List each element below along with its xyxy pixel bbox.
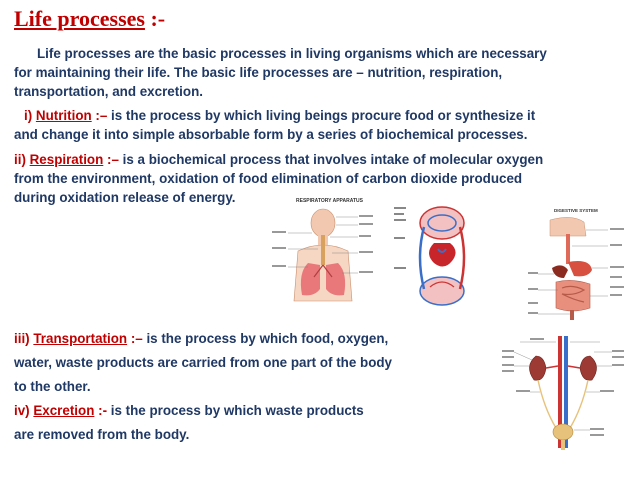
excretory-system-image [500,332,626,458]
title-text: Life processes [14,6,145,31]
excretion-term: Excretion [33,403,95,418]
transportation-text-1: is the process by which food, oxygen, [142,331,389,346]
nutrition-text-1: is the process by which living beings pr… [107,108,536,123]
transportation-line-3: to the other. [14,379,91,394]
respiratory-figure-title: RESPIRATORY APPARATUS [296,198,364,204]
digestive-system-image: DIGESTIVE SYSTEM [528,206,628,330]
excretion-line-2: are removed from the body. [14,427,190,442]
nutrition-term: Nutrition [35,108,92,123]
intro-line-1: Life processes are the basic processes i… [37,46,547,61]
respiration-text-1: is a biochemical process that involves i… [118,152,544,167]
excretion-line-1: iv) Excretion :- is the process by which… [14,401,364,420]
respiration-separator: :– [103,152,119,167]
transportation-separator: :– [127,331,143,346]
circulatory-system-image [394,197,474,309]
digestive-figure-title: DIGESTIVE SYSTEM [554,208,598,213]
nutrition-line-1: i) Nutrition :– is the process by which … [24,106,535,125]
nutrition-line-2: and change it into simple absorbable for… [14,127,528,142]
title-suffix: :- [144,6,166,31]
transportation-line-1: iii) Transportation :– is the process by… [14,329,388,348]
transportation-number: iii) [14,331,34,346]
respiration-line-3: during oxidation release of energy. [14,190,236,205]
excretion-number: iv) [14,403,34,418]
slide-title: Life processes :- [14,6,165,32]
excretion-text-1: is the process by which waste products [107,403,364,418]
intro-line-2: for maintaining their life. The basic li… [14,65,503,80]
nutrition-number: i) [24,108,36,123]
respiration-number: ii) [14,152,30,167]
respiratory-apparatus-image: RESPIRATORY APPARATUS [268,193,378,305]
transportation-line-2: water, waste products are carried from o… [14,355,393,370]
respiration-line-2: from the environment, oxidation of food … [14,171,523,186]
transportation-term: Transportation [33,331,128,346]
nutrition-separator: :– [91,108,108,123]
intro-line-3: transportation, and excretion. [14,84,203,99]
respiration-term: Respiration [29,152,104,167]
respiration-line-1: ii) Respiration :– is a biochemical proc… [14,150,543,169]
excretion-separator: :- [94,403,108,418]
